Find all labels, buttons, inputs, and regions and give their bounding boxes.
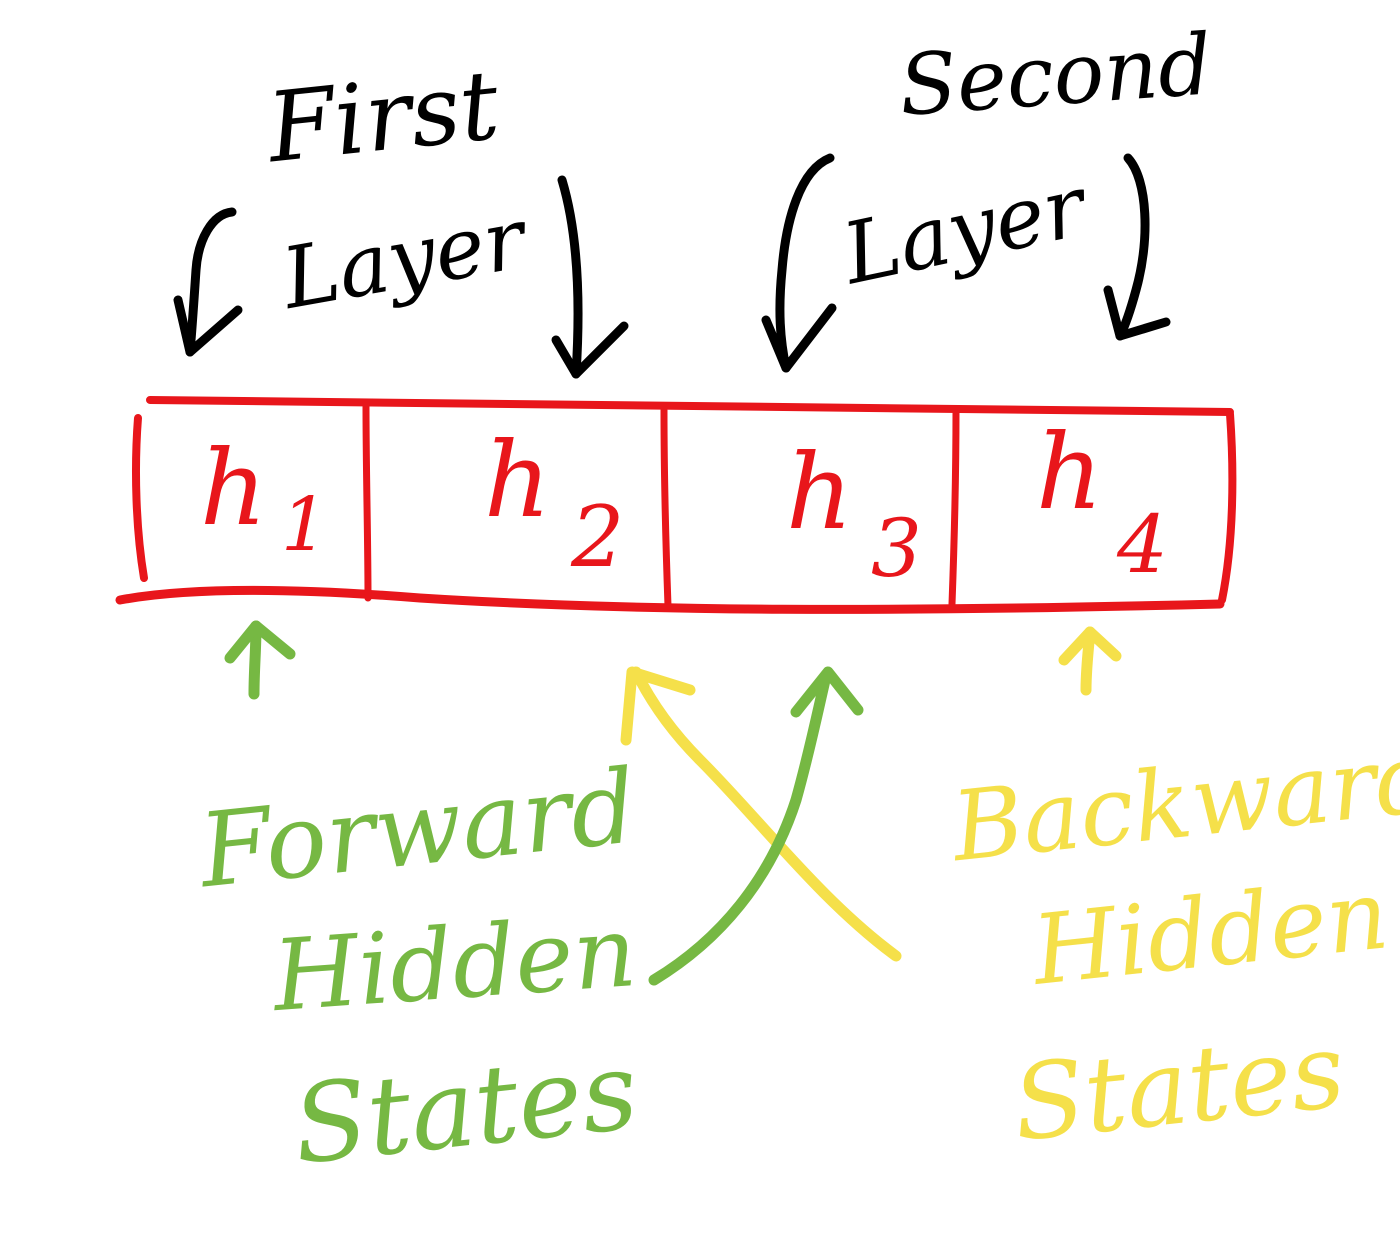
first-layer-left-bracket-arrow [185, 207, 237, 357]
backward-up-arrowhead [1058, 626, 1122, 666]
second-layer-right-bracket-arrow [1115, 153, 1150, 341]
second-layer-right-arrowhead [1103, 285, 1171, 341]
strip-divider-1 [362, 402, 372, 602]
cell-h2-sub: 2 [570, 488, 624, 586]
strip-top-edge [146, 396, 1234, 416]
forward-up-arrowhead [224, 620, 296, 664]
second-layer-group: Second Layer [761, 15, 1215, 373]
backward-label-line3: States [1007, 1009, 1350, 1165]
first-layer-right-arrowhead [551, 321, 629, 379]
first-layer-title: First [260, 49, 504, 185]
forward-label-line1: Forward [192, 747, 642, 911]
cell-h1-sub: 1 [281, 482, 328, 568]
backward-cross-arrow [630, 666, 902, 962]
second-layer-left-bracket-arrow [775, 153, 835, 373]
strip-divider-2 [660, 406, 672, 610]
forward-label-line3: States [287, 1029, 643, 1189]
first-layer-right-bracket-arrow [557, 175, 583, 379]
strip-left-edge [132, 414, 148, 582]
second-layer-left-arrowhead [761, 303, 837, 373]
forward-label-line2: Hidden [267, 895, 639, 1034]
first-layer-left-arrowhead [173, 295, 243, 357]
forward-cross-arrow [648, 670, 832, 986]
forward-cross-arrowhead [790, 666, 864, 718]
backward-label-line1: Backward [945, 721, 1400, 883]
backward-label-line2: Hidden [1026, 858, 1394, 1007]
cell-h4-sub: 4 [1116, 498, 1168, 591]
cell-h4-base: h [1036, 411, 1103, 533]
first-layer-group: First Layer [173, 49, 629, 379]
cell-h3-sub: 3 [871, 502, 922, 595]
backward-cross-arrowhead [620, 666, 696, 746]
strip-bottom-edge [115, 585, 1225, 614]
first-layer-subtitle: Layer [273, 188, 536, 328]
strip-divider-3 [948, 406, 960, 608]
cell-h1-base: h [200, 427, 267, 549]
second-layer-subtitle: Layer [833, 156, 1098, 304]
backward-label-group: Backward Hidden States [945, 721, 1400, 1165]
second-layer-title: Second [896, 15, 1215, 135]
cell-h3-base: h [786, 431, 853, 553]
strip-right-edge [1218, 410, 1237, 604]
forward-label-group: Forward Hidden States [192, 747, 643, 1189]
cell-h2-base: h [484, 419, 551, 541]
cell-h4: h4 [1036, 411, 1168, 591]
